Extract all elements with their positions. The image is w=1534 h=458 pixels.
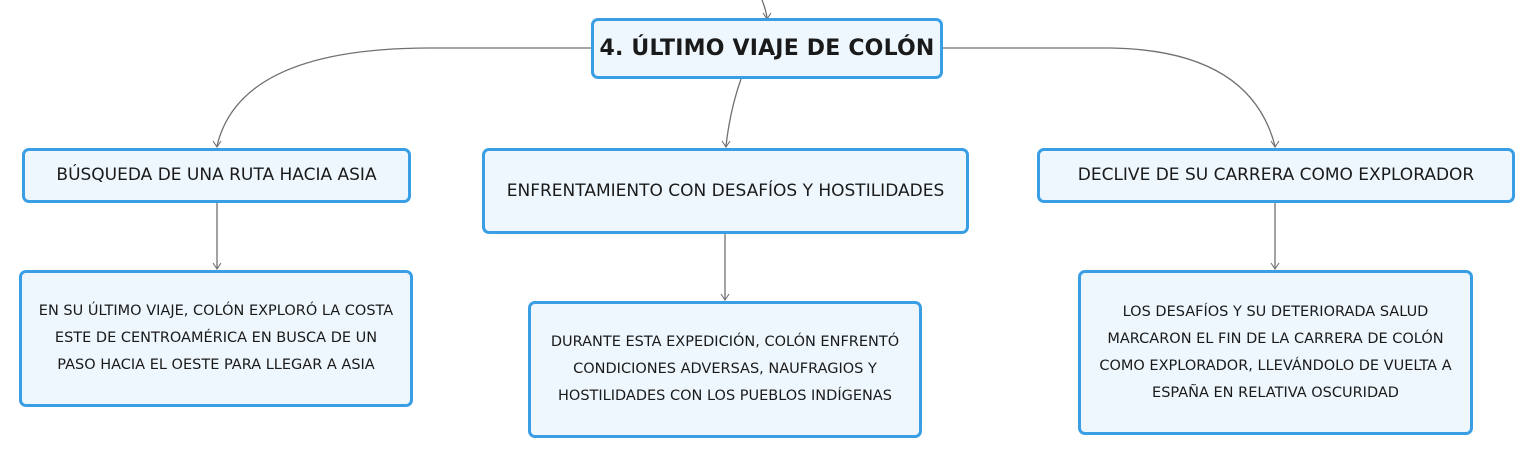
connector-central-topic-2 [725,78,742,147]
topic-node-declive[interactable]: DECLIVE DE SU CARRERA COMO EXPLORADOR [1037,148,1515,203]
detail-node-ruta-asia[interactable]: EN SU ÚLTIMO VIAJE, COLÓN EXPLORÓ LA COS… [19,270,413,407]
topic-label-declive: DECLIVE DE SU CARRERA COMO EXPLORADOR [1077,165,1475,185]
arrow-tip-topic-2 [721,140,731,148]
arrow-tip-detail-2 [720,293,730,301]
topic-node-desafios[interactable]: ENFRENTAMIENTO CON DESAFÍOS Y HOSTILIDAD… [482,148,969,234]
detail-text-declive: LOS DESAFÍOS Y SU DETERIORADA SALUD MARC… [1099,303,1452,401]
arrow-tip-detail-3 [1270,262,1280,270]
arrow-tip-topic-3 [1270,140,1280,148]
detail-text-desafios: DURANTE ESTA EXPEDICIÓN, COLÓN ENFRENTÓ … [550,334,900,404]
topic-node-ruta-asia[interactable]: BÚSQUEDA DE UNA RUTA HACIA ASIA [22,148,411,203]
central-topic-node[interactable]: 4. ÚLTIMO VIAJE DE COLÓN [591,18,943,79]
topic-label-ruta-asia: BÚSQUEDA DE UNA RUTA HACIA ASIA [56,165,377,185]
detail-node-declive[interactable]: LOS DESAFÍOS Y SU DETERIORADA SALUD MARC… [1078,270,1473,435]
arrow-tip-detail-1 [212,262,222,270]
detail-text-ruta-asia: EN SU ÚLTIMO VIAJE, COLÓN EXPLORÓ LA COS… [38,303,394,373]
arrow-tip-topic-1 [212,140,222,148]
central-topic-label: 4. ÚLTIMO VIAJE DE COLÓN [599,36,935,61]
topic-label-desafios: ENFRENTAMIENTO CON DESAFÍOS Y HOSTILIDAD… [506,180,945,201]
connector-central-topic-3 [943,47,1276,147]
connector-central-topic-1 [216,47,591,147]
parent-connector [761,0,768,19]
detail-node-desafios[interactable]: DURANTE ESTA EXPEDICIÓN, COLÓN ENFRENTÓ … [528,301,922,438]
